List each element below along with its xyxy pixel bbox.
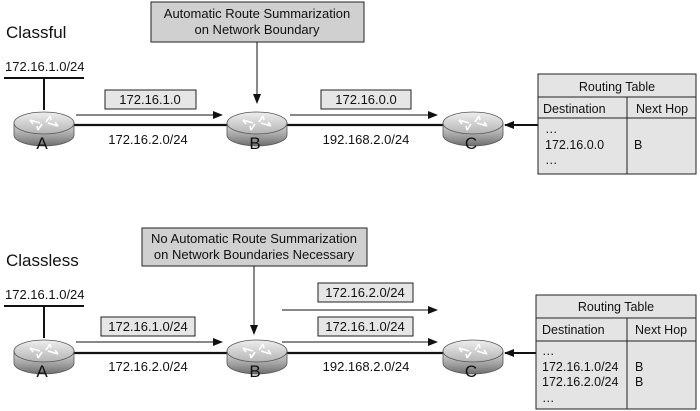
table-title: Routing Table xyxy=(579,80,655,94)
table-row-dest: 172.16.1.0/24 xyxy=(542,360,619,374)
router-a: A xyxy=(13,111,75,153)
classless-section: Classless No Automatic Route Summarizati… xyxy=(4,227,697,410)
table-row-hop: B xyxy=(635,360,643,374)
classful-section: Classful Automatic Route Summarization o… xyxy=(4,1,697,175)
table-row-dest: 172.16.2.0/24 xyxy=(542,375,619,389)
svg-text:172.16.2.0/24: 172.16.2.0/24 xyxy=(325,285,405,300)
update-box-b-c-upper: 172.16.2.0/24 xyxy=(317,282,414,303)
router-b-label: B xyxy=(249,134,260,153)
router-a-label: A xyxy=(36,134,48,153)
svg-text:172.16.1.0: 172.16.1.0 xyxy=(119,92,180,107)
router-b: B xyxy=(226,339,288,381)
routing-table: Routing Table Destination Next Hop … 172… xyxy=(537,73,697,175)
router-a-label: A xyxy=(36,362,48,381)
callout-line-2: on Network Boundary xyxy=(194,22,320,37)
callout-line-1: Automatic Route Summarization xyxy=(164,6,350,21)
svg-text:172.16.1.0/24: 172.16.1.0/24 xyxy=(108,319,188,334)
link-label-a-b: 172.16.2.0/24 xyxy=(108,132,188,147)
link-label-b-c: 192.168.2.0/24 xyxy=(323,132,410,147)
table-col-next-hop: Next Hop xyxy=(636,102,688,116)
callout-line-2: on Network Boundaries Necessary xyxy=(154,247,355,262)
table-row-hop: B xyxy=(634,138,642,152)
svg-text:172.16.1.0/24: 172.16.1.0/24 xyxy=(325,319,405,334)
update-box-b-c: 172.16.0.0 xyxy=(320,89,412,110)
routing-table: Routing Table Destination Next Hop … 172… xyxy=(535,294,697,410)
router-c: C xyxy=(442,339,504,381)
summarization-callout: Automatic Route Summarization on Network… xyxy=(150,1,365,43)
table-row-dest: … xyxy=(542,344,555,358)
svg-text:172.16.0.0: 172.16.0.0 xyxy=(335,92,396,107)
router-a: A xyxy=(13,339,75,381)
table-title: Routing Table xyxy=(578,300,654,314)
router-b: B xyxy=(226,111,288,153)
table-col-next-hop: Next Hop xyxy=(635,323,687,337)
callout-line-1: No Automatic Route Summarization xyxy=(151,231,357,246)
table-row-dest: … xyxy=(545,153,558,167)
table-col-destination: Destination xyxy=(542,323,605,337)
link-label-b-c: 192.168.2.0/24 xyxy=(323,359,410,374)
table-col-destination: Destination xyxy=(543,102,606,116)
table-row-dest: … xyxy=(545,122,558,136)
router-c: C xyxy=(442,111,504,153)
update-box-a-b: 172.16.1.0 xyxy=(104,89,197,110)
update-box-a-b: 172.16.1.0/24 xyxy=(100,316,196,337)
router-b-label: B xyxy=(249,362,260,381)
router-c-label: C xyxy=(465,362,477,381)
link-label-a-b: 172.16.2.0/24 xyxy=(108,359,188,374)
classful-heading: Classful xyxy=(6,23,66,42)
router-c-label: C xyxy=(465,134,477,153)
lan-label: 172.16.1.0/24 xyxy=(5,287,85,302)
table-row-dest: … xyxy=(542,391,555,405)
table-row-dest: 172.16.0.0 xyxy=(545,138,604,152)
classless-heading: Classless xyxy=(6,251,79,270)
no-summarization-callout: No Automatic Route Summarization on Netw… xyxy=(141,227,368,267)
table-row-hop: B xyxy=(635,375,643,389)
lan-label: 172.16.1.0/24 xyxy=(5,59,85,74)
update-box-b-c-lower: 172.16.1.0/24 xyxy=(317,316,414,337)
